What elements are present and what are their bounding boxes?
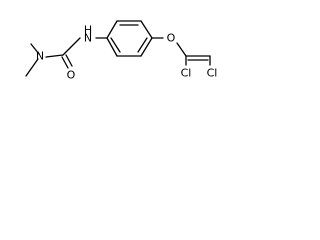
bonds bbox=[25, 20, 211, 77]
bond-methyl-upper bbox=[30, 43, 40, 55]
ring-bond-4 bbox=[140, 37, 153, 57]
bond-c-o-double-1 bbox=[61, 56, 69, 69]
ring-bond-1 bbox=[106, 20, 118, 39]
ring-double-3 bbox=[110, 37, 121, 53]
atom-n-dimethyl: N bbox=[36, 50, 44, 63]
structure-diagram: H N N O O Cl Cl bbox=[25, 20, 217, 82]
bond-c-o-double-2 bbox=[65, 54, 73, 67]
atom-o-carbonyl: O bbox=[67, 69, 76, 82]
atom-n-amine-h: H bbox=[84, 24, 92, 37]
atom-n-amide: N bbox=[84, 32, 92, 45]
ring-bond-3 bbox=[140, 20, 153, 39]
atom-cl-2: Cl bbox=[207, 67, 218, 80]
atom-o-ether: O bbox=[167, 32, 176, 45]
bond-o-vinyl bbox=[176, 42, 187, 57]
ring-bond-6 bbox=[106, 37, 118, 57]
atom-cl-1: Cl bbox=[181, 67, 192, 80]
bond-c-nh bbox=[62, 37, 81, 56]
atom-labels: H N N O O Cl Cl bbox=[36, 24, 217, 82]
bond-n-c-carbonyl bbox=[45, 54, 64, 58]
bond-methyl-lower bbox=[25, 58, 39, 77]
ring-double-2 bbox=[137, 37, 148, 53]
